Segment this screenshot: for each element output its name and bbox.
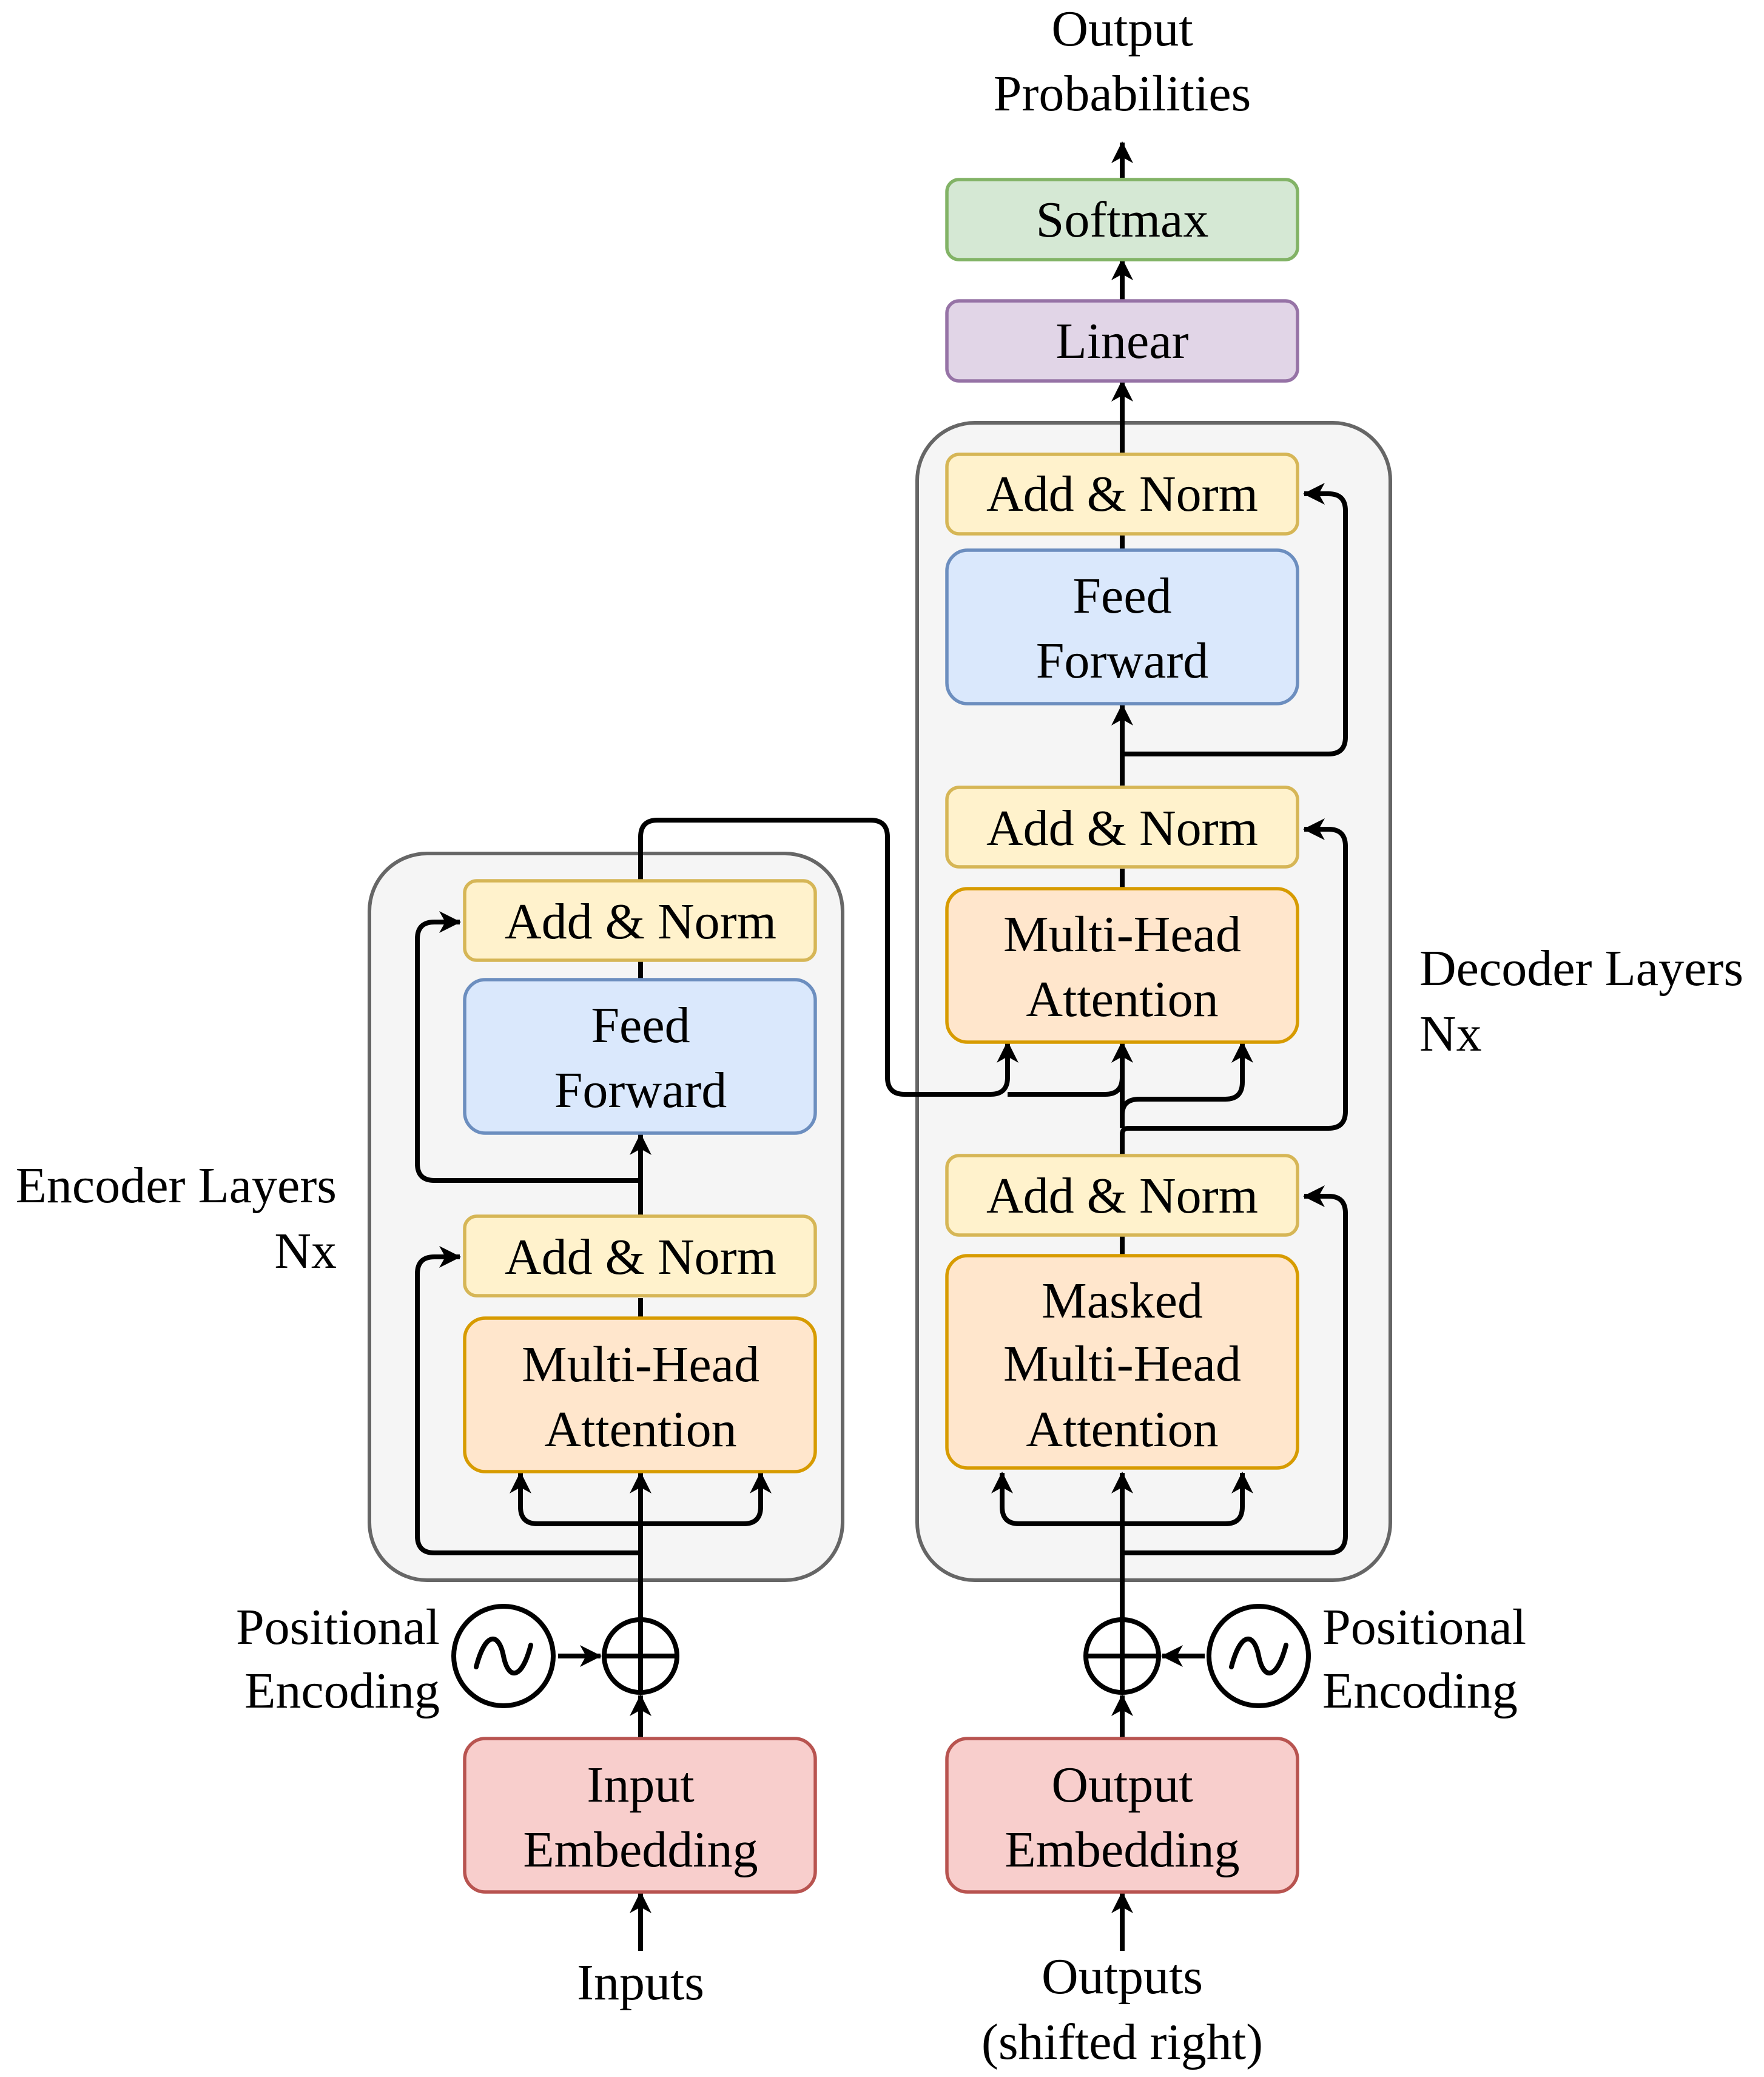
output-probabilities-line2: Probabilities xyxy=(994,66,1251,122)
connection-wires xyxy=(415,141,1348,1951)
encoder-feed-forward-line1: Feed xyxy=(591,997,690,1054)
decoder-add-norm-top-label: Add & Norm xyxy=(986,466,1258,522)
decoder-cross-attention-line1: Multi-Head xyxy=(1003,906,1241,963)
decoder-add-norm-mid: Add & Norm xyxy=(945,786,1299,869)
encoder-attention-line2: Attention xyxy=(544,1401,736,1458)
inputs-label: Inputs xyxy=(577,1954,704,2011)
arrow-to-enc-attn-left xyxy=(510,1472,641,1526)
wire-encoder-to-cross-attn-mid xyxy=(1008,1062,1125,1097)
arrow-decoder-cross-residual xyxy=(1120,818,1348,1256)
decoder-layers-count: Nx xyxy=(1419,1006,1482,1062)
arrow-cross-attn-input-right xyxy=(1120,1041,1253,1128)
encoder-feed-forward-line2: Forward xyxy=(554,1062,727,1119)
output-probabilities-line1: Output xyxy=(1051,1,1193,57)
encoder-layers-count: Nx xyxy=(274,1223,337,1279)
arrow-decoder-ff-residual xyxy=(1122,483,1348,756)
decoder-add-norm-bottom-label: Add & Norm xyxy=(986,1168,1258,1224)
arrow-to-masked-attn-left xyxy=(991,1472,1122,1526)
decoder-cross-attention-line2: Attention xyxy=(1026,971,1218,1028)
linear-block: Linear xyxy=(945,299,1299,383)
arrow-decoder-masked-residual xyxy=(1122,1185,1348,1555)
output-embedding-block: Output Embedding xyxy=(945,1737,1299,1894)
encoder-positional-line1: Positional xyxy=(236,1599,440,1655)
encoder-positional-line2: Encoding xyxy=(244,1663,440,1719)
decoder-add-norm-top: Add & Norm xyxy=(945,453,1299,536)
encoder-add-norm-bottom-label: Add & Norm xyxy=(505,1229,776,1285)
arrow-encoder-attn-residual xyxy=(415,1246,641,1555)
decoder-layers-title: Decoder Layers xyxy=(1419,940,1743,997)
decoder-positional-line2: Encoding xyxy=(1322,1663,1518,1719)
output-embedding-line2: Embedding xyxy=(1005,1822,1239,1878)
arrow-to-masked-attn-right xyxy=(1122,1472,1253,1526)
outputs-label-line2: (shifted right) xyxy=(981,2014,1263,2070)
decoder-masked-attention-line2: Multi-Head xyxy=(1003,1336,1241,1392)
input-embedding-line1: Input xyxy=(587,1757,694,1813)
encoder-sine-icon xyxy=(451,1604,556,1708)
decoder-feed-forward-line2: Forward xyxy=(1036,633,1209,689)
encoder-attention-line1: Multi-Head xyxy=(522,1336,759,1393)
encoder-plus-icon xyxy=(602,1617,679,1695)
decoder-masked-attention: Masked Multi-Head Attention xyxy=(945,1254,1299,1470)
encoder-feed-forward: Feed Forward xyxy=(463,978,817,1135)
decoder-feed-forward: Feed Forward xyxy=(945,548,1299,705)
linear-label: Linear xyxy=(1055,313,1188,369)
decoder-sine-icon xyxy=(1207,1604,1311,1708)
input-embedding-line2: Embedding xyxy=(523,1822,758,1878)
outputs-label-line1: Outputs xyxy=(1042,1948,1203,2005)
decoder-plus-icon xyxy=(1083,1617,1161,1695)
output-embedding-line1: Output xyxy=(1051,1757,1193,1813)
decoder-feed-forward-line1: Feed xyxy=(1072,568,1171,624)
input-embedding-block: Input Embedding xyxy=(463,1737,817,1894)
softmax-label: Softmax xyxy=(1036,192,1209,248)
softmax-block: Softmax xyxy=(945,178,1299,261)
decoder-positional-line1: Positional xyxy=(1322,1599,1526,1655)
arrow-encoder-ff-residual xyxy=(415,911,641,1183)
arrow-encoder-to-cross-attn-left xyxy=(638,818,1018,1097)
encoder-add-norm-bottom: Add & Norm xyxy=(463,1214,817,1298)
encoder-multi-head-attention: Multi-Head Attention xyxy=(463,1316,817,1473)
encoder-add-norm-top: Add & Norm xyxy=(463,879,817,962)
decoder-cross-attention: Multi-Head Attention xyxy=(945,887,1299,1044)
arrow-to-enc-attn-right xyxy=(641,1472,772,1526)
decoder-add-norm-bottom: Add & Norm xyxy=(945,1154,1299,1237)
decoder-add-norm-mid-label: Add & Norm xyxy=(986,800,1258,857)
decoder-masked-attention-line1: Masked xyxy=(1042,1273,1203,1329)
encoder-layers-title: Encoder Layers xyxy=(16,1157,337,1214)
encoder-add-norm-top-label: Add & Norm xyxy=(505,894,776,950)
decoder-masked-attention-line3: Attention xyxy=(1026,1401,1218,1458)
